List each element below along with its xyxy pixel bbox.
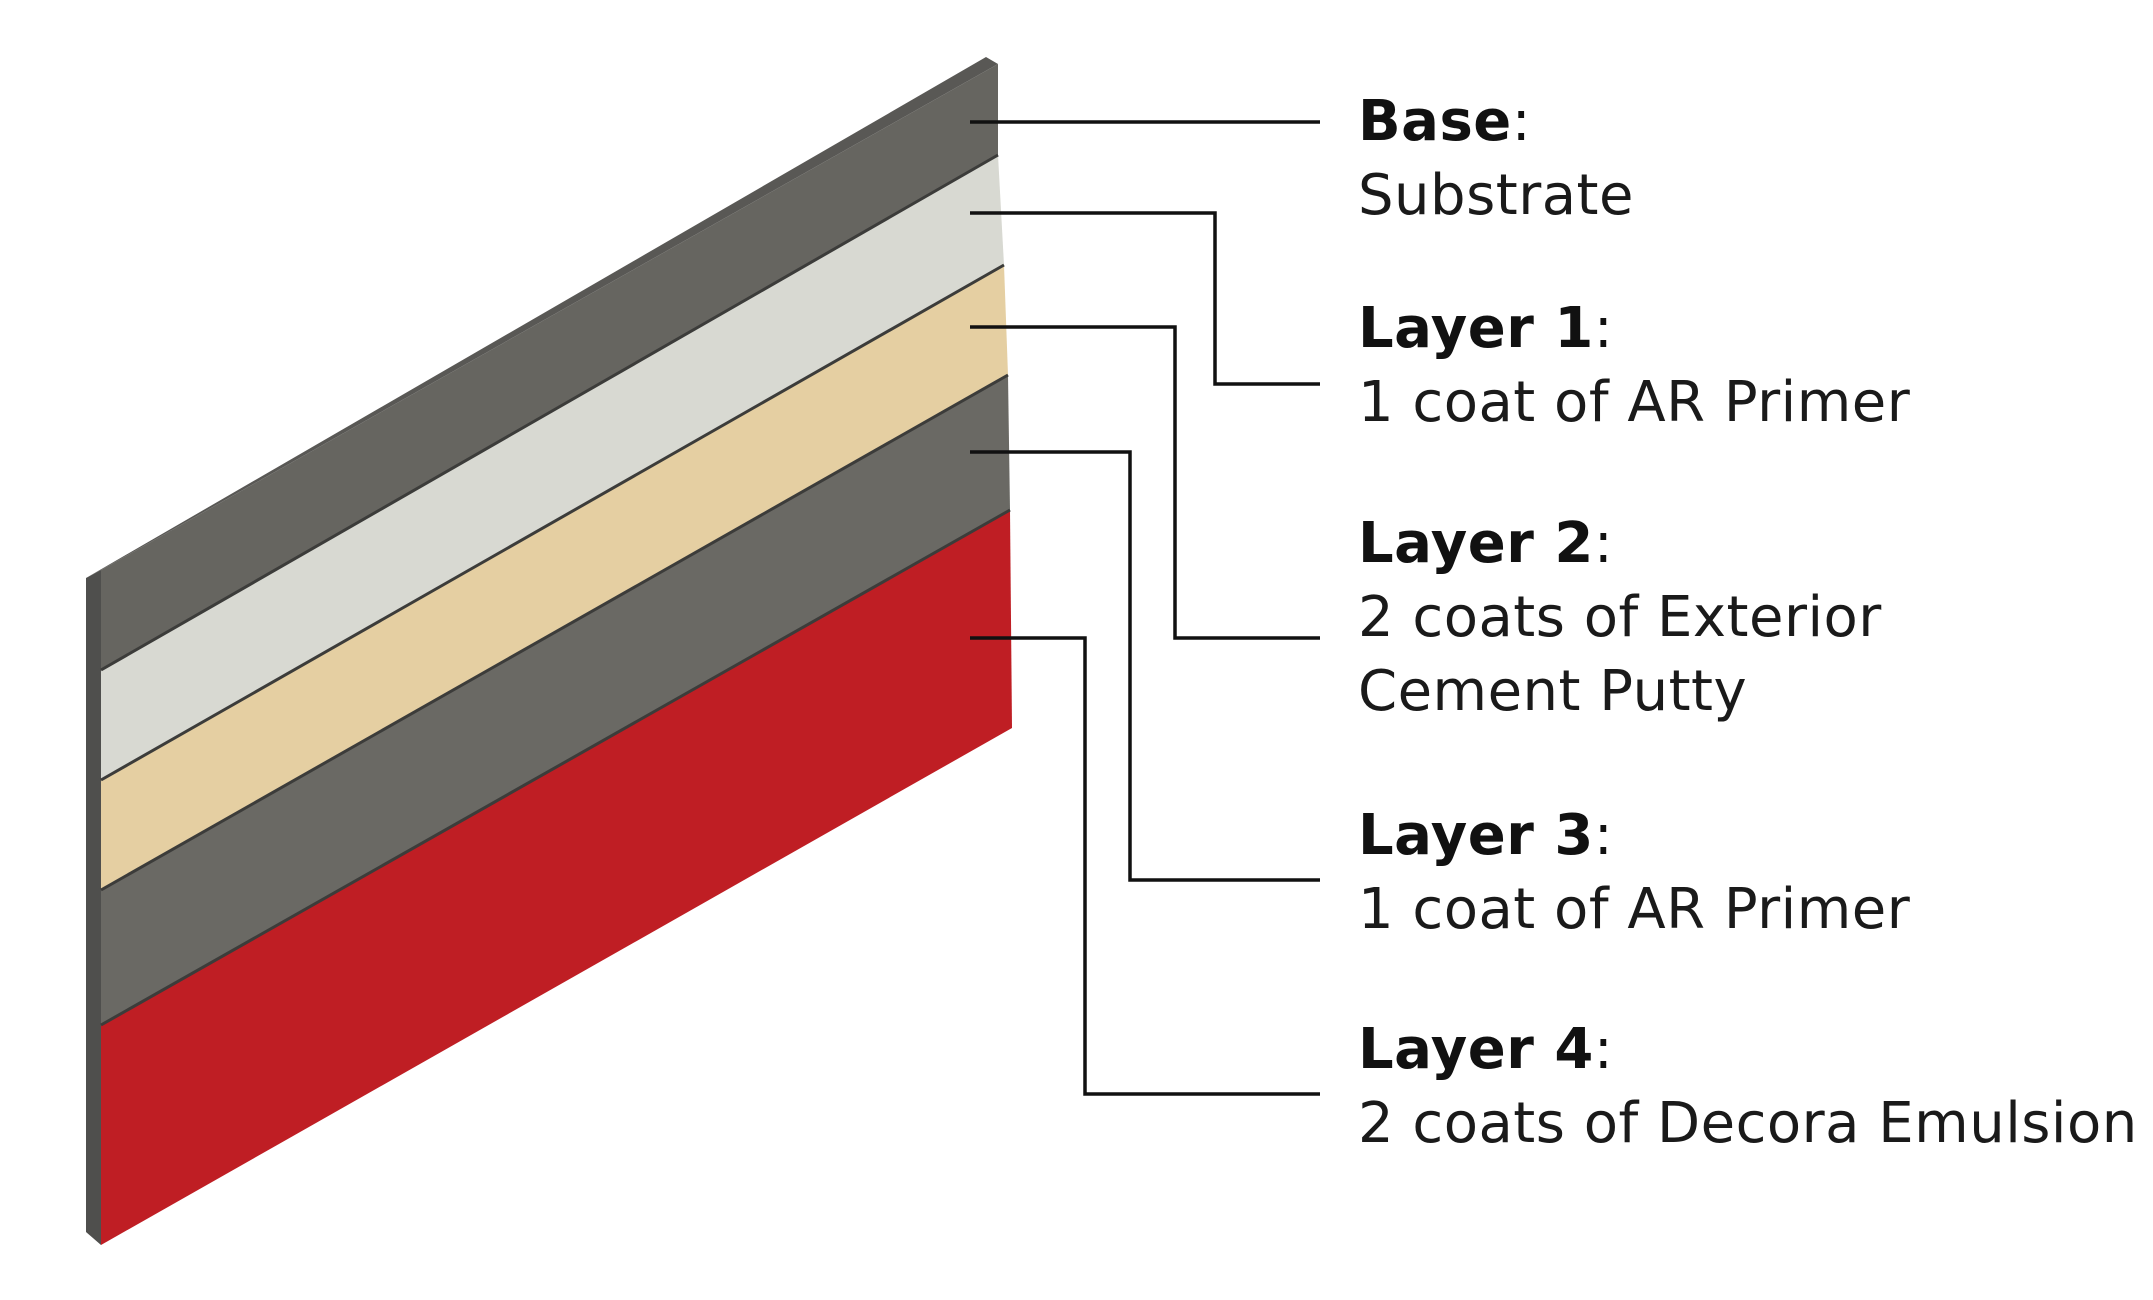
label-base-desc: Substrate (1358, 163, 1634, 228)
leader-line-layer-2 (970, 325, 1320, 640)
band-layer-2 (101, 265, 1008, 890)
label-layer-1: Layer 1: 1 coat of AR Primer (1358, 292, 1910, 440)
label-layer-2-desc-line-2: Cement Putty (1358, 659, 1748, 724)
label-layer-1-desc: 1 coat of AR Primer (1358, 370, 1911, 435)
label-layer-4-title: Layer 4: (1358, 1017, 1614, 1082)
panel-top-edge (86, 57, 998, 578)
leader-line-layer-4 (970, 636, 1320, 1096)
label-layer-2: Layer 2: 2 coats of Exterior Cement Putt… (1358, 507, 1882, 729)
label-layer-2-desc-line-1: 2 coats of Exterior (1358, 585, 1882, 650)
band-layer-1 (101, 155, 1004, 780)
leader-lines (970, 120, 1320, 1096)
label-layer-2-title: Layer 2: (1358, 511, 1614, 576)
leader-line-layer-1 (970, 211, 1320, 386)
label-base: Base: Substrate (1358, 85, 1634, 233)
band-separators (100, 153, 1011, 1027)
label-layer-3-desc: 1 coat of AR Primer (1358, 877, 1911, 942)
label-layer-3-title: Layer 3: (1358, 803, 1614, 868)
band-base (101, 64, 998, 670)
label-layer-4: Layer 4: 2 coats of Decora Emulsion (1358, 1013, 2138, 1161)
label-layer-3: Layer 3: 1 coat of AR Primer (1358, 799, 1910, 947)
label-layer-4-desc: 2 coats of Decora Emulsion (1358, 1091, 2138, 1156)
band-layer-3 (101, 375, 1010, 1025)
label-base-title: Base: (1358, 89, 1532, 154)
band-layer-4 (101, 510, 1012, 1245)
panel-side-edge (86, 570, 101, 1245)
leader-line-layer-3 (970, 450, 1320, 882)
label-layer-1-title: Layer 1: (1358, 296, 1614, 361)
